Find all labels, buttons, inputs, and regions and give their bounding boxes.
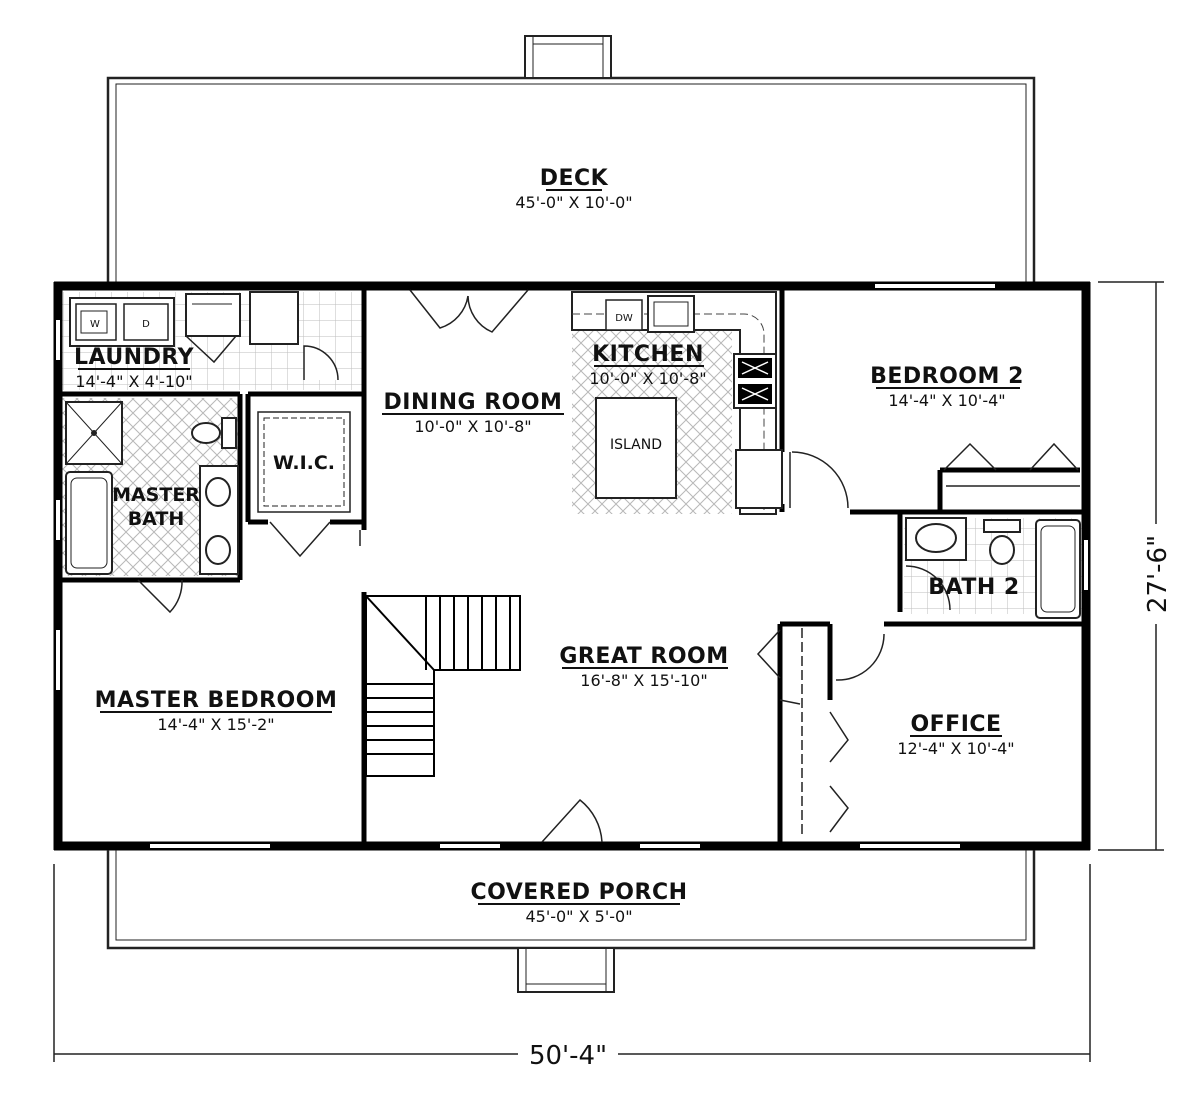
master-bath-fixtures: [65, 401, 239, 614]
washer-label: W: [90, 319, 100, 330]
overall-depth-label: 27'-6": [1143, 535, 1173, 613]
office-details: [756, 628, 885, 838]
laundry-dim: 14'-4" X 4'-10": [75, 372, 192, 391]
office-dim: 12'-4" X 10'-4": [897, 739, 1014, 758]
office-name: OFFICE: [910, 712, 1001, 737]
deck-name: DECK: [540, 166, 609, 191]
width-dimension-line: [53, 864, 1091, 1062]
wic-details: [257, 411, 351, 558]
wic-name: W.I.C.: [273, 452, 335, 474]
porch-name: COVERED PORCH: [470, 880, 687, 905]
master-bedroom-dim: 14'-4" X 15'-2": [157, 715, 274, 734]
dishwasher-label: DW: [615, 313, 633, 324]
master-bath-name-line1: MASTER: [112, 484, 200, 506]
master-bath-name-line2: BATH: [128, 508, 185, 530]
depth-dimension-line: [1098, 281, 1164, 851]
bath2-fixtures: [905, 517, 1081, 619]
laundry-fixtures: W D: [69, 291, 339, 381]
kitchen-dim: 10'-0" X 10'-8": [589, 369, 706, 388]
deck-stairs: [524, 35, 612, 79]
kitchen-name: KITCHEN: [592, 342, 704, 367]
interior-walls: [58, 286, 1086, 846]
island-label: ISLAND: [610, 437, 662, 453]
great-room-details: [359, 530, 603, 843]
overall-width-label: 50'-4": [529, 1041, 607, 1071]
porch-stairs: [517, 947, 615, 993]
dryer-label: D: [142, 319, 150, 330]
great-room-dim: 16'-8" X 15'-10": [580, 671, 707, 690]
bedroom2-name: BEDROOM 2: [870, 364, 1024, 389]
deck: [106, 35, 1036, 282]
bedroom2-details: [789, 442, 1080, 509]
windows: [56, 284, 1088, 848]
staircase: [365, 595, 521, 777]
deck-dim: 45'-0" X 10'-0": [515, 193, 632, 212]
dining-dim: 10'-0" X 10'-8": [414, 417, 531, 436]
bath2-name: BATH 2: [928, 575, 1019, 600]
laundry-name: LAUNDRY: [74, 345, 195, 370]
covered-porch: [106, 850, 1036, 993]
dining-french-doors: [409, 289, 529, 333]
great-room-name: GREAT ROOM: [559, 644, 728, 669]
bedroom2-dim: 14'-4" X 10'-4": [888, 391, 1005, 410]
kitchen-fixtures: DW ISLAND: [571, 291, 783, 515]
porch-dim: 45'-0" X 5'-0": [525, 907, 632, 926]
master-bedroom-name: MASTER BEDROOM: [95, 688, 338, 713]
dining-name: DINING ROOM: [384, 390, 563, 415]
